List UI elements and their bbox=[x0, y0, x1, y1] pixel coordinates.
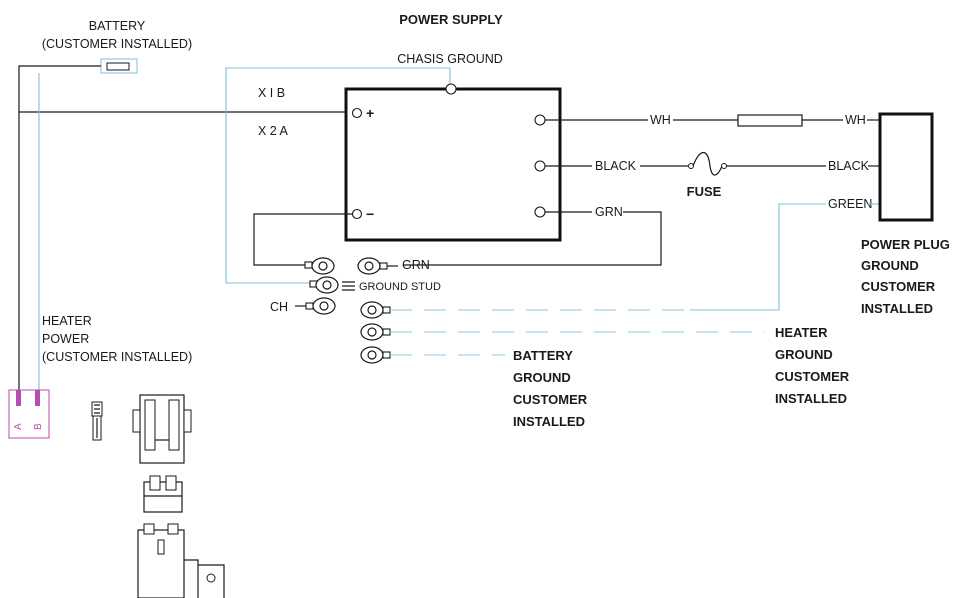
wh-label-left: WH bbox=[650, 113, 671, 127]
battery-fuse-holder bbox=[100, 58, 138, 74]
ring-terminal-icon bbox=[305, 297, 336, 315]
output-terminal-grn bbox=[534, 206, 546, 218]
pin-a-label: A bbox=[13, 423, 24, 430]
pin-terminal-icon bbox=[91, 401, 103, 441]
battery-positive-wire bbox=[18, 65, 356, 392]
battery-ground-label-line4: INSTALLED bbox=[513, 414, 585, 429]
black-label-right: BLACK bbox=[828, 159, 870, 173]
fuse-icon bbox=[688, 151, 727, 176]
ch-label: CH bbox=[270, 300, 288, 314]
heater-power-label-line3: (CUSTOMER INSTALLED) bbox=[42, 350, 192, 364]
diagram-title: POWER SUPPLY bbox=[399, 12, 503, 27]
ground-stud-label: GROUND STUD bbox=[359, 281, 441, 293]
power-plug-label-line1: POWER PLUG bbox=[861, 237, 950, 252]
connector-housing-icon bbox=[143, 475, 183, 513]
negative-sign: − bbox=[366, 206, 374, 222]
heater-ground-label-line2: GROUND bbox=[775, 347, 833, 362]
ring-terminal-icon bbox=[357, 257, 398, 275]
heater-power-label-line1: HEATER bbox=[42, 314, 92, 328]
grn-label-stud: GRN bbox=[402, 258, 430, 272]
ring-terminal-icon bbox=[304, 257, 335, 275]
chassis-ground-label: CHASIS GROUND bbox=[397, 52, 503, 66]
chassis-ground-terminal bbox=[445, 83, 457, 95]
power-supply-box bbox=[344, 87, 562, 242]
positive-sign: + bbox=[366, 105, 374, 121]
negative-terminal bbox=[351, 208, 363, 220]
output-terminal-wh bbox=[534, 114, 546, 126]
battery-ground-label-line3: CUSTOMER bbox=[513, 392, 588, 407]
positive-terminal bbox=[351, 107, 363, 119]
power-plug-label-line2: GROUND bbox=[861, 258, 919, 273]
x1b-label: X I B bbox=[258, 86, 285, 100]
heater-power-label-line2: POWER bbox=[42, 332, 89, 346]
battery-ground-label-line1: BATTERY bbox=[513, 348, 573, 363]
grn-label-out: GRN bbox=[595, 205, 623, 219]
output-terminal-black bbox=[534, 160, 546, 172]
heater-power-connector: A B bbox=[8, 389, 50, 439]
power-plug-label-line4: INSTALLED bbox=[861, 301, 933, 316]
ground-symbol-icon bbox=[342, 281, 355, 291]
black-label-left: BLACK bbox=[595, 159, 637, 173]
ring-terminal-icon bbox=[360, 346, 391, 364]
power-plug-box bbox=[878, 112, 934, 222]
inline-fuse-holder bbox=[737, 114, 803, 127]
ring-terminal-icon bbox=[360, 323, 391, 341]
battery-label-line1: BATTERY bbox=[89, 19, 146, 33]
heater-ground-label-line3: CUSTOMER bbox=[775, 369, 850, 384]
x2a-label: X 2 A bbox=[258, 124, 289, 138]
wh-label-right: WH bbox=[845, 113, 866, 127]
green-label: GREEN bbox=[828, 197, 872, 211]
power-plug-label-line3: CUSTOMER bbox=[861, 279, 936, 294]
heater-ground-label-line1: HEATER bbox=[775, 325, 828, 340]
green-wire-to-ring bbox=[690, 203, 826, 311]
grn-wire-loop bbox=[403, 211, 662, 266]
negative-wire bbox=[253, 213, 352, 266]
connector-housing-icon bbox=[137, 523, 225, 598]
battery-ground-label-line2: GROUND bbox=[513, 370, 571, 385]
heater-ground-label-line4: INSTALLED bbox=[775, 391, 847, 406]
ring-terminal-icon bbox=[309, 276, 339, 294]
connector-housing-icon bbox=[132, 394, 192, 464]
fuse-label: FUSE bbox=[687, 184, 722, 199]
pin-b-label: B bbox=[33, 423, 44, 430]
ring-terminal-icon bbox=[360, 301, 391, 319]
battery-label-line2: (CUSTOMER INSTALLED) bbox=[42, 37, 192, 51]
